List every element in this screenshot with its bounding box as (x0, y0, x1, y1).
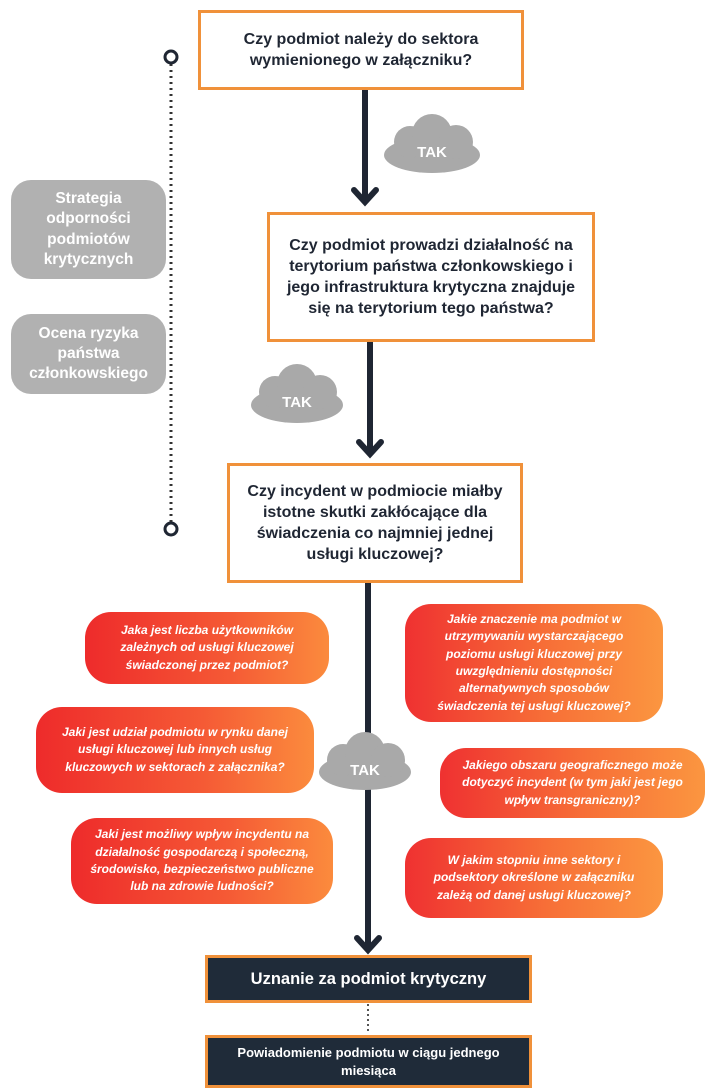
side-label-risk-assessment: Ocena ryzyka państwa członkowskiego (11, 314, 166, 394)
criterion-left-3: Jaki jest możliwy wpływ incydentu na dzi… (71, 818, 333, 904)
criterion-right-3: W jakim stopniu inne sektory i podsektor… (405, 838, 663, 918)
cloud-1 (384, 114, 480, 173)
arrow-q2-q3 (356, 339, 384, 459)
criterion-right-2: Jakiego obszaru geograficznego może doty… (440, 748, 705, 818)
cloud-2 (251, 364, 343, 423)
yes-label-3: TAK (350, 761, 380, 779)
criterion-left-1: Jaka jest liczba użytkowników zależnych … (85, 612, 329, 684)
arrow-q1-q2 (351, 85, 379, 207)
cloud-3 (319, 732, 411, 790)
question-box-territory: Czy podmiot prowadzi działalność na tery… (267, 212, 595, 342)
criterion-left-2: Jaki jest udział podmiotu w rynku danej … (36, 707, 314, 793)
side-label-strategy: Strategia odporności podmiotów krytyczny… (11, 180, 166, 279)
yes-label-2: TAK (282, 393, 312, 411)
timeline-bottom-node (163, 521, 179, 537)
outcome-notification: Powiadomienie podmiotu w ciągu jednego m… (205, 1035, 532, 1088)
yes-label-1: TAK (417, 143, 447, 161)
question-box-incident: Czy incydent w podmiocie miałby istotne … (227, 463, 523, 583)
outcome-designation: Uznanie za podmiot krytyczny (205, 955, 532, 1003)
criterion-right-1: Jakie znaczenie ma podmiot w utrzymywani… (405, 604, 663, 722)
question-box-sector: Czy podmiot należy do sektora wymienione… (198, 10, 524, 90)
timeline-top-node (163, 49, 179, 65)
